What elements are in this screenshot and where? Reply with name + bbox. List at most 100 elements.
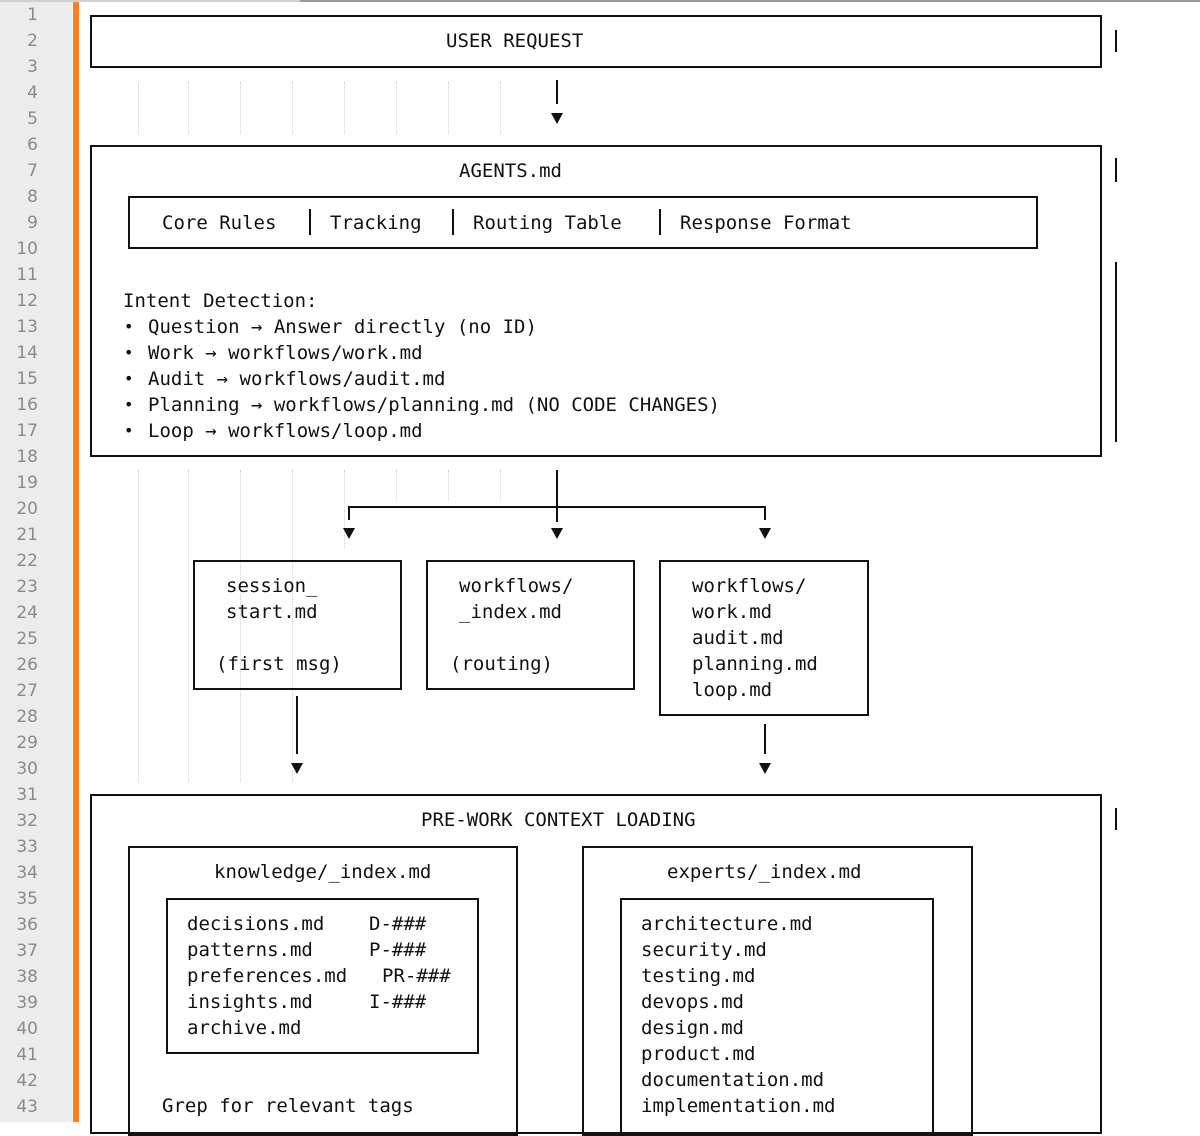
arrow-down-icon <box>343 528 355 539</box>
line-number: 6 <box>27 135 38 155</box>
line-number: 38 <box>16 967 38 987</box>
expert-file: testing.md <box>641 965 756 987</box>
line-number: 33 <box>16 837 38 857</box>
line-number: 19 <box>16 473 38 493</box>
line-number: 31 <box>16 785 38 805</box>
line-number: 27 <box>16 681 38 701</box>
line-number: 17 <box>16 421 38 441</box>
knowledge-file-name: archive.md <box>187 1017 302 1039</box>
expert-file: architecture.md <box>641 913 813 935</box>
expert-file: product.md <box>641 1043 756 1065</box>
line-number: 41 <box>16 1045 38 1065</box>
knowledge-files-box <box>166 898 479 1054</box>
knowledge-file-name: patterns.md <box>187 939 313 961</box>
knowledge-file-name: preferences.md <box>187 965 348 987</box>
line-number: 32 <box>16 811 38 831</box>
user-request-label: USER REQUEST <box>446 30 584 52</box>
bullet-icon: • <box>124 421 134 440</box>
routing-line-1: workflows/ <box>459 575 574 597</box>
routing-line-2: _index.md <box>459 601 562 623</box>
line-number: 8 <box>27 187 38 207</box>
workflows-line-3: audit.md <box>692 627 784 649</box>
line-number: 14 <box>16 343 38 363</box>
line-number: 40 <box>16 1019 38 1039</box>
bullet-icon: • <box>124 369 134 388</box>
session-note: (first msg) <box>216 653 342 675</box>
arrow-line <box>296 696 298 754</box>
bullet-icon: • <box>124 395 134 414</box>
line-number: 26 <box>16 655 38 675</box>
line-number: 39 <box>16 993 38 1013</box>
workflows-line-5: loop.md <box>692 679 773 701</box>
intent-loop: Loop → workflows/loop.md <box>148 420 423 442</box>
section-core-rules: Core Rules <box>162 212 277 234</box>
intent-audit: Audit → workflows/audit.md <box>148 368 446 390</box>
line-number: 36 <box>16 915 38 935</box>
code-editor-area[interactable]: USER REQUEST AGENTS.md Core Rules Tracki… <box>80 0 1200 1136</box>
user-request-box <box>90 15 1102 68</box>
line-number: 5 <box>27 109 38 129</box>
line-number: 25 <box>16 629 38 649</box>
knowledge-file-name: insights.md <box>187 991 313 1013</box>
section-tracking: Tracking <box>330 212 422 234</box>
workflows-line-4: planning.md <box>692 653 818 675</box>
experts-title: experts/_index.md <box>667 861 862 883</box>
agents-sections-box <box>128 196 1038 249</box>
line-number: 9 <box>27 213 38 233</box>
intent-question: Question → Answer directly (no ID) <box>148 316 537 338</box>
agents-box <box>90 145 1102 457</box>
agents-title: AGENTS.md <box>459 160 562 182</box>
line-number: 2 <box>27 31 38 51</box>
knowledge-title: knowledge/_index.md <box>214 861 432 883</box>
branch-stem <box>556 470 558 522</box>
line-number: 3 <box>27 57 38 77</box>
arrow-down-icon <box>551 528 563 539</box>
bullet-icon: • <box>124 317 134 336</box>
line-number: 23 <box>16 577 38 597</box>
routing-note: (routing) <box>450 653 553 675</box>
line-number: 34 <box>16 863 38 883</box>
line-number: 11 <box>16 265 38 285</box>
line-number: 15 <box>16 369 38 389</box>
line-number: 22 <box>16 551 38 571</box>
expert-file: security.md <box>641 939 767 961</box>
line-number: 20 <box>16 499 38 519</box>
line-number: 7 <box>27 161 38 181</box>
tab-strip-border-active <box>300 0 1200 2</box>
line-number: 13 <box>16 317 38 337</box>
session-line-1: session_ <box>226 575 318 597</box>
line-number: 1 <box>27 5 38 25</box>
line-number: 10 <box>16 239 38 259</box>
line-number: 42 <box>16 1071 38 1091</box>
line-number: 35 <box>16 889 38 909</box>
arrow-down-icon <box>551 113 563 124</box>
session-start-box <box>193 560 402 690</box>
prework-title: PRE-WORK CONTEXT LOADING <box>421 809 696 831</box>
line-number: 37 <box>16 941 38 961</box>
knowledge-file-tag: D-### <box>369 913 427 935</box>
arrow-down-icon <box>759 528 771 539</box>
line-number: 30 <box>16 759 38 779</box>
knowledge-file-name: decisions.md <box>187 913 325 935</box>
section-response-format: Response Format <box>680 212 852 234</box>
session-line-2: start.md <box>226 601 318 623</box>
workflows-box <box>659 560 869 716</box>
workflows-line-2: work.md <box>692 601 773 623</box>
line-number: 12 <box>16 291 38 311</box>
arrow-line <box>764 724 766 754</box>
intent-detection-title: Intent Detection: <box>123 290 318 312</box>
line-number: 24 <box>16 603 38 623</box>
knowledge-note: Grep for relevant tags <box>162 1095 414 1117</box>
arrow-down-icon <box>291 763 303 774</box>
line-number: 43 <box>16 1097 38 1117</box>
line-number: 18 <box>16 447 38 467</box>
line-number: 28 <box>16 707 38 727</box>
section-routing-table: Routing Table <box>473 212 622 234</box>
line-number: 16 <box>16 395 38 415</box>
intent-planning: Planning → workflows/planning.md (NO COD… <box>148 394 720 416</box>
knowledge-file-tag: PR-### <box>382 965 451 987</box>
knowledge-file-tag: I-### <box>369 991 427 1013</box>
workflows-line-1: workflows/ <box>692 575 807 597</box>
expert-file: documentation.md <box>641 1069 825 1091</box>
